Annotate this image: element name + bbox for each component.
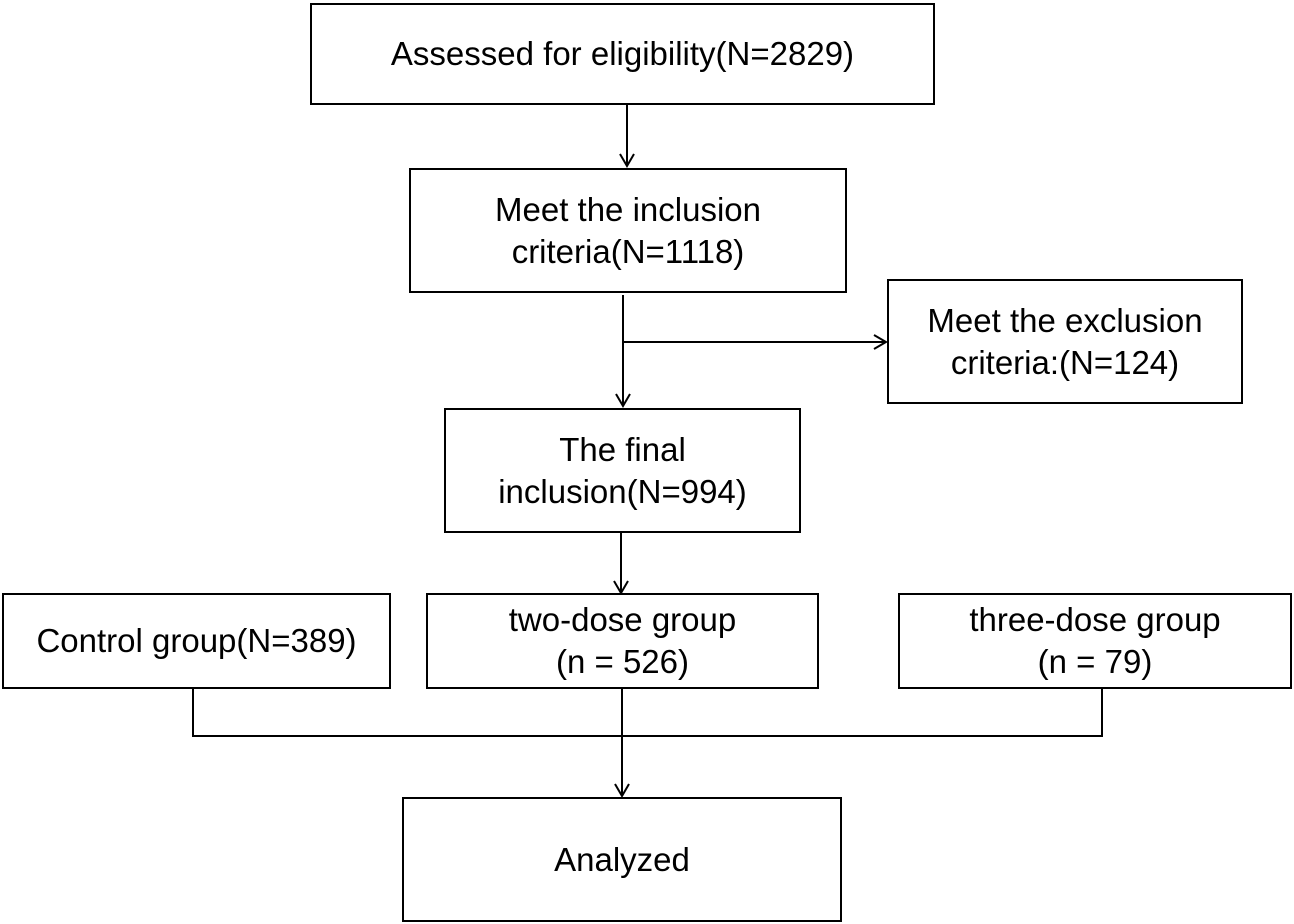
final-inclusion-text-line1: The final	[559, 430, 686, 468]
merge-line-groups	[192, 689, 1103, 737]
control-group-text: Control group(N=389)	[36, 622, 357, 659]
final-inclusion-text-line2: inclusion(N=994)	[498, 472, 747, 510]
exclusion-text-line1: Meet the exclusion	[927, 301, 1203, 339]
inclusion-text-line2: criteria(N=1118)	[511, 232, 745, 270]
assessed-text: Assessed for eligibility(N=2829)	[390, 35, 855, 72]
two-dose-group-box: two-dose group (n = 526)	[426, 593, 819, 689]
two-dose-group-text-line2: (n = 526)	[556, 643, 689, 680]
exclusion-box: Meet the exclusion criteria:(N=124)	[887, 279, 1243, 404]
analyzed-box: Analyzed	[402, 797, 842, 922]
control-group-box: Control group(N=389)	[2, 593, 391, 689]
three-dose-group-text-line2: (n = 79)	[1037, 643, 1153, 680]
assessed-box: Assessed for eligibility(N=2829)	[310, 3, 935, 105]
exclusion-text-line2: criteria:(N=124)	[950, 343, 1180, 381]
three-dose-group-box: three-dose group (n = 79)	[898, 593, 1292, 689]
analyzed-text: Analyzed	[554, 840, 690, 878]
inclusion-box: Meet the inclusion criteria(N=1118)	[409, 168, 847, 293]
inclusion-text-line1: Meet the inclusion	[495, 190, 761, 228]
two-dose-group-text-line1: two-dose group	[508, 601, 737, 638]
three-dose-group-text-line1: three-dose group	[969, 601, 1221, 638]
final-inclusion-box: The final inclusion(N=994)	[444, 408, 801, 533]
